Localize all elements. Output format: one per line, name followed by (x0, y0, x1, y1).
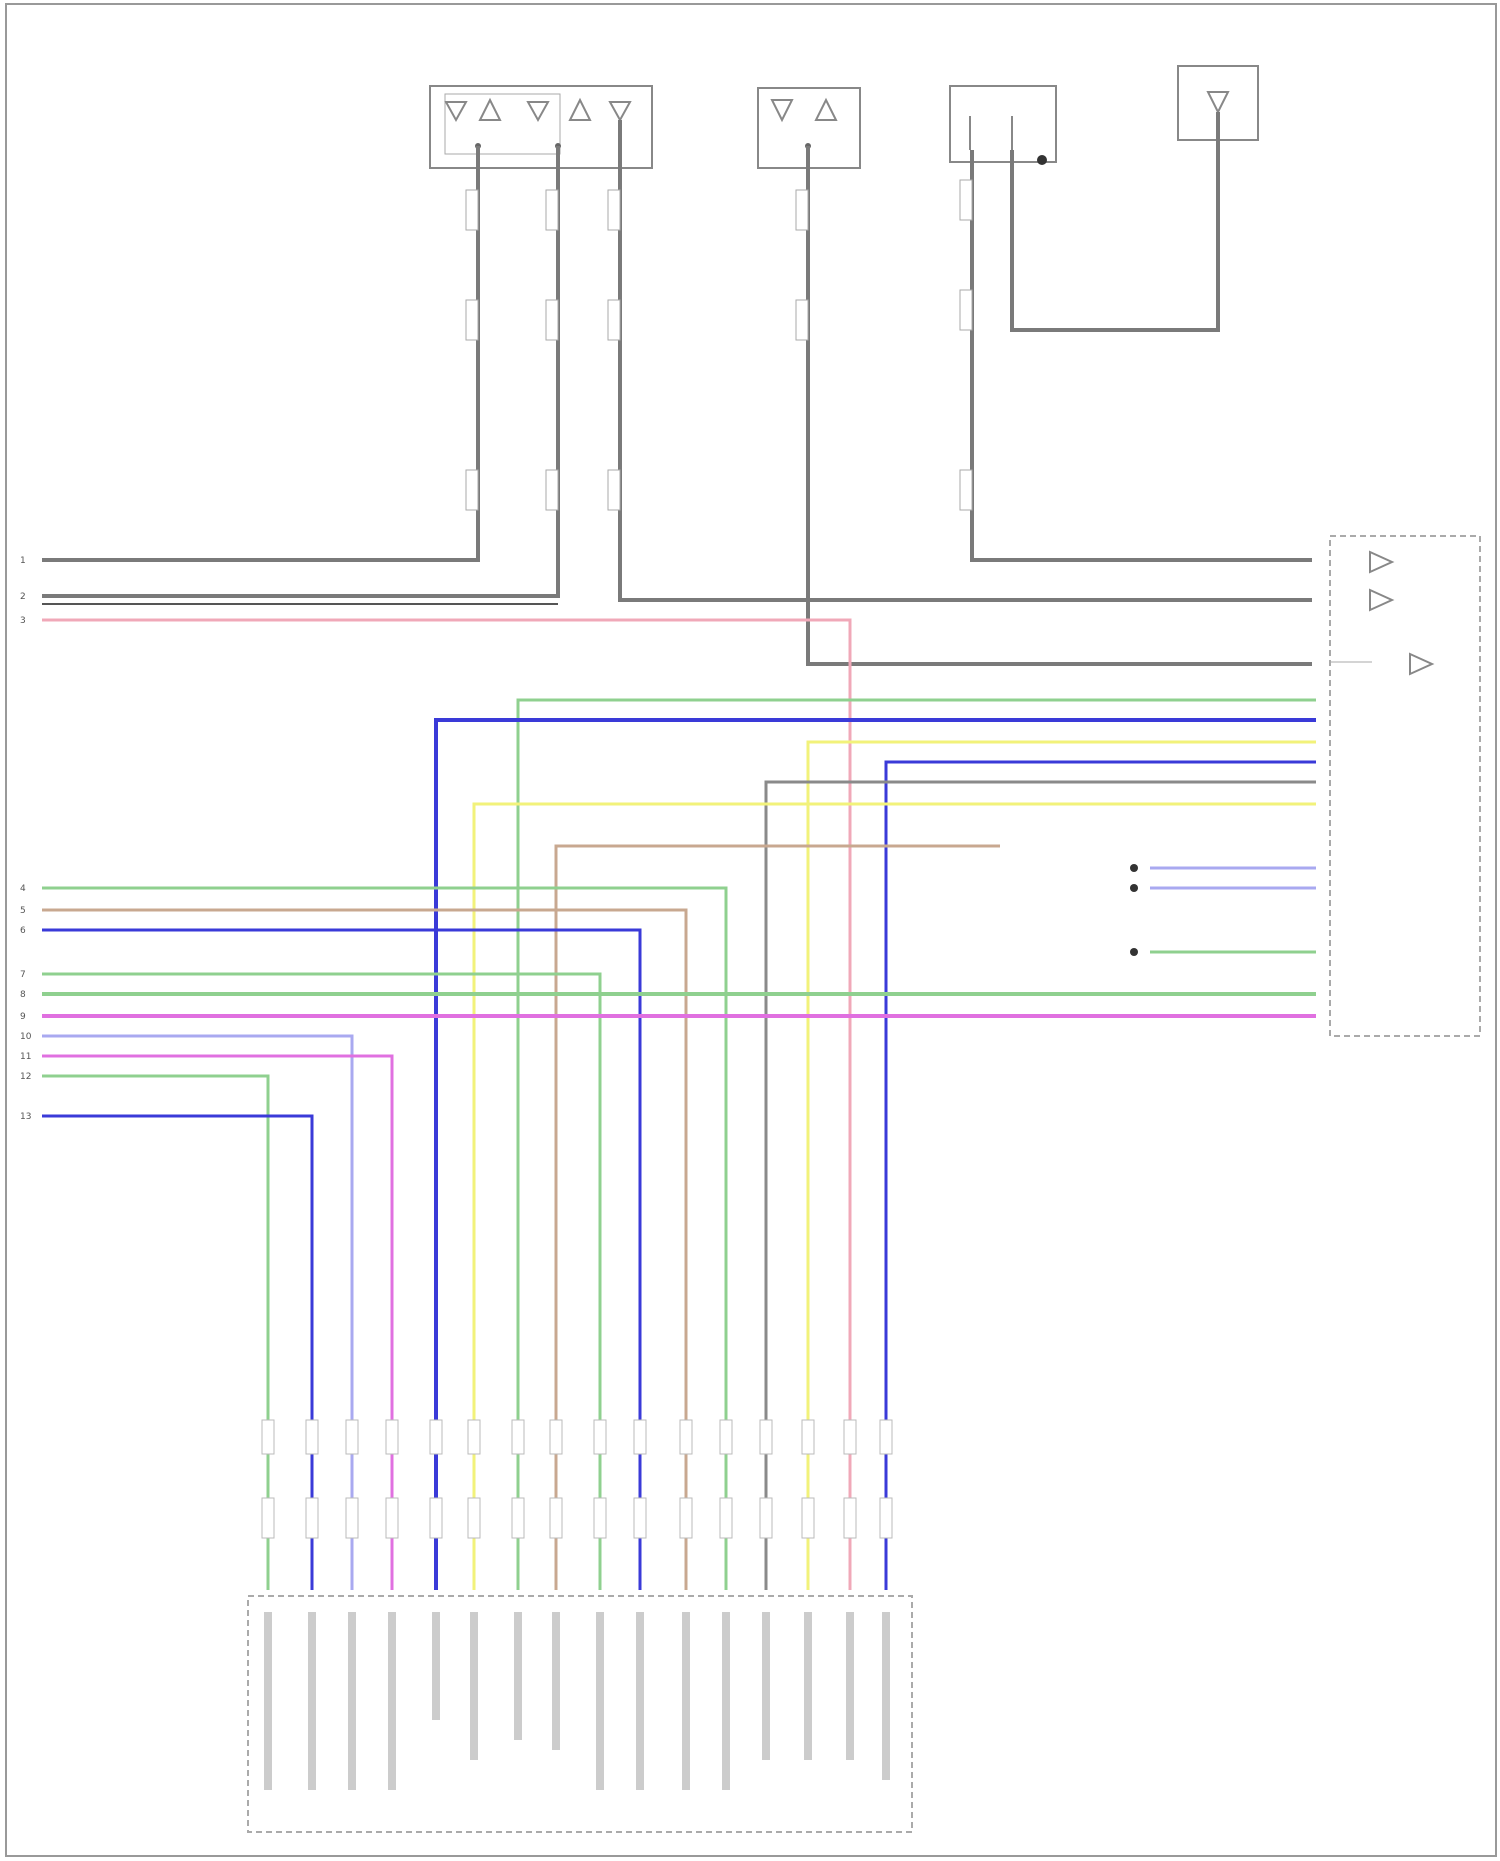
pin-number: 1 (20, 556, 26, 566)
left-pin-numbers: 1 2 3 4 5 6 7 8 9 10 11 12 13 (20, 556, 32, 1122)
junction-block (1330, 536, 1480, 1036)
coax-connectors (466, 180, 972, 510)
coax-wires (42, 112, 1312, 664)
splice-dots (1130, 864, 1138, 956)
signal-wires (42, 620, 1316, 1590)
vertical-connectors (262, 1420, 892, 1538)
pin-number: 6 (20, 926, 26, 936)
pin-number: 5 (20, 906, 26, 916)
pin-number: 11 (20, 1052, 31, 1062)
pin-number: 3 (20, 616, 26, 626)
bottom-module (248, 1596, 912, 1832)
pin-number: 13 (20, 1112, 31, 1122)
pin-number: 10 (20, 1032, 32, 1042)
pin-number: 4 (20, 884, 26, 894)
gps-antenna (950, 86, 1056, 165)
pin-number: 8 (20, 990, 26, 1000)
pin-number: 12 (20, 1072, 31, 1082)
pin-number: 2 (20, 592, 26, 602)
pin-number: 7 (20, 970, 26, 980)
pin-number: 9 (20, 1012, 26, 1022)
